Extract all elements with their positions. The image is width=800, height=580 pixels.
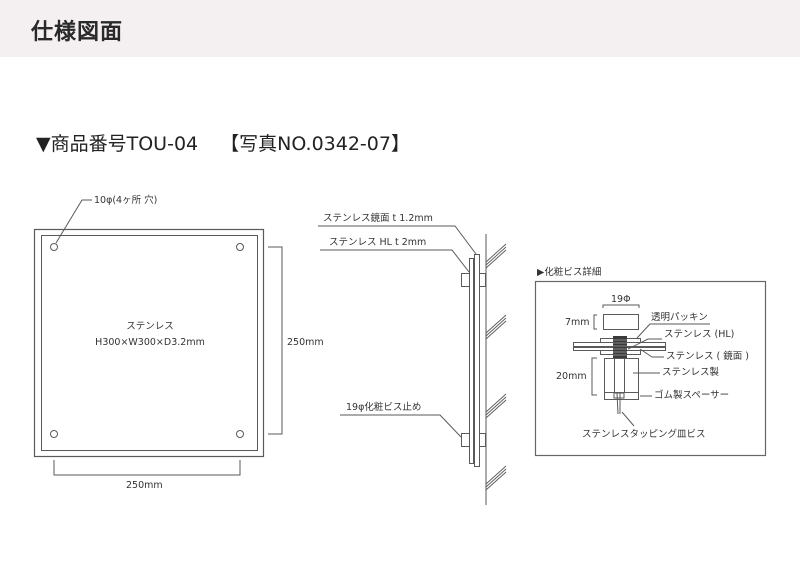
detail-title: ▶化粧ビス詳細 (537, 264, 601, 278)
triangle-right-icon: ▶ (537, 267, 545, 278)
screw-head-icon (613, 336, 627, 399)
page-title: 仕様図面 (31, 20, 124, 45)
detail-title-text: 化粧ビス詳細 (544, 267, 602, 278)
hole-icon (236, 243, 244, 251)
hl-plate-label: ステンレス HL t 2mm (329, 237, 427, 248)
front-view-plate (33, 199, 283, 476)
hl-label: ステンレス (HL) (664, 329, 735, 340)
spacer-height-label: 20mm (556, 371, 587, 382)
hole-icon (50, 243, 58, 251)
rubber-spacer-label: ゴム製スペーサー (654, 390, 730, 401)
hole-icon (50, 430, 58, 438)
packing-label: 透明パッキン (651, 312, 708, 323)
product-heading: ▼商品番号TOU-04 【写真NO.0342-07】 (36, 129, 410, 156)
height-dimension-label: 250mm (287, 337, 324, 348)
material-label: ステンレス (126, 321, 174, 332)
mirror-plate-label: ステンレス鏡面 t 1.2mm (323, 213, 433, 224)
width-dimension-label: 250mm (126, 480, 163, 491)
hole-note-label: 10φ(4ヶ所 穴) (94, 195, 158, 206)
tapping-screw-label: ステンレスタッピング皿ビス (582, 429, 706, 440)
diameter-label: 19Φ (611, 294, 631, 305)
product-number: 商品番号TOU-04 (50, 133, 199, 155)
triangle-down-icon: ▼ (36, 133, 51, 155)
screw-label: 19φ化粧ビス止め (346, 402, 422, 413)
plate-dimensions-label: H300×W300×D3.2mm (95, 337, 205, 348)
photo-reference: 【写真NO.0342-07】 (220, 133, 410, 155)
cap-height-label: 7mm (565, 317, 590, 328)
steel-label: ステンレス製 (662, 367, 720, 378)
hole-icon (236, 430, 244, 438)
page-header: 仕様図面 (0, 0, 800, 57)
mirror-label: ステンレス ( 鏡面 ) (666, 351, 749, 362)
side-view (318, 225, 507, 505)
